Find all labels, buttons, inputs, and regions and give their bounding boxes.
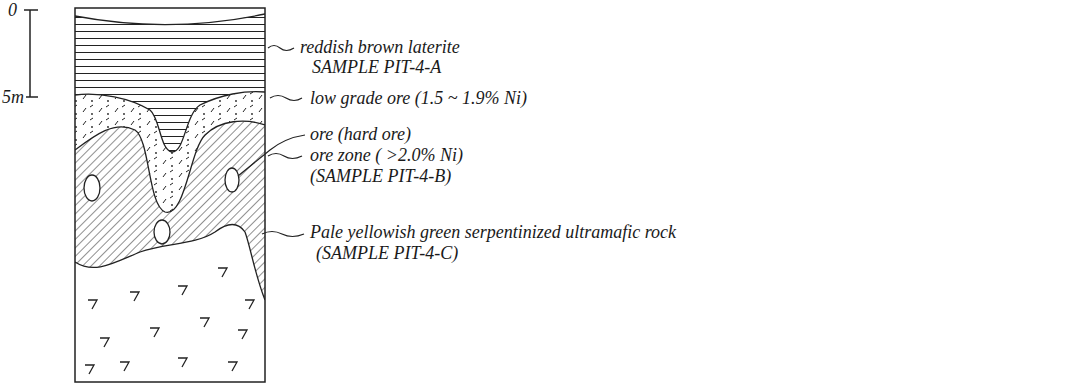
- pit-column: [75, 8, 265, 382]
- boundary-line: [75, 14, 265, 25]
- low-grade-layer: [75, 92, 265, 382]
- scale-tick: [24, 9, 38, 11]
- scale-tick: [26, 96, 38, 98]
- leader-line: [238, 135, 305, 176]
- hard-ore-blob: [154, 220, 170, 244]
- hard-ore-blobs: [84, 168, 239, 244]
- layer-label: low grade ore (1.5 ~ 1.9% Ni): [310, 88, 527, 108]
- leader-line: [268, 46, 294, 51]
- low-grade-pattern: [75, 92, 265, 382]
- scale-label: 5m: [2, 87, 24, 107]
- sample-label: SAMPLE PIT-4-A: [312, 57, 441, 77]
- rock-symbols: [85, 268, 254, 374]
- boundary-line: [75, 121, 265, 212]
- hard-ore-blob: [84, 175, 100, 201]
- ore-zone-layer: [75, 121, 265, 382]
- top-soil: [75, 8, 265, 25]
- scale-label: 0: [8, 0, 17, 20]
- hard-ore-blob: [225, 168, 239, 192]
- layer-label: ore zone ( >2.0% Ni): [310, 145, 463, 165]
- layer-label: ore (hard ore): [310, 124, 411, 144]
- layer-label: reddish brown laterite: [300, 37, 460, 57]
- scale-line: [29, 10, 31, 97]
- leader-line: [268, 154, 302, 159]
- ore-zone-pattern: [75, 121, 265, 382]
- serpentinite-layer: [75, 225, 265, 383]
- leader-line: [270, 96, 302, 101]
- sample-label: (SAMPLE PIT-4-B): [310, 166, 451, 186]
- leader-lines: [238, 46, 305, 237]
- scale-bar: [24, 10, 38, 97]
- sample-label: (SAMPLE PIT-4-C): [316, 243, 458, 263]
- layer-label: Pale yellowish green serpentinized ultra…: [310, 222, 676, 242]
- pit-outline: [75, 8, 265, 382]
- leader-line: [262, 232, 304, 237]
- layer-boundaries: [75, 14, 265, 300]
